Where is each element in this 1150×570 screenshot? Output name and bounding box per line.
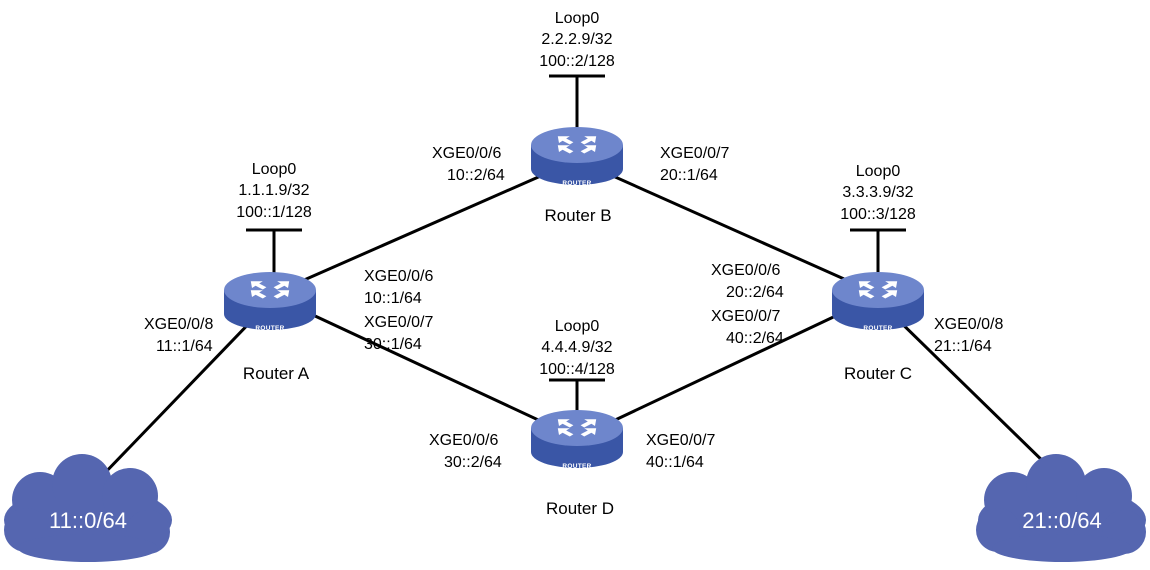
svg-text:ROUTER: ROUTER	[562, 180, 591, 187]
svg-text:XGE0/0/6: XGE0/0/6	[711, 262, 780, 279]
router-icon: ROUTER	[531, 127, 623, 187]
router-b[interactable]: ROUTER	[531, 127, 623, 187]
svg-text:XGE0/0/7: XGE0/0/7	[646, 432, 715, 449]
svg-text:XGE0/0/8: XGE0/0/8	[934, 316, 1003, 333]
router-d[interactable]: ROUTER	[531, 410, 623, 470]
router-c[interactable]: ROUTER	[832, 272, 924, 332]
svg-text:Loop0: Loop0	[555, 318, 600, 335]
svg-text:3.3.3.9/32: 3.3.3.9/32	[842, 184, 913, 201]
links	[98, 158, 1054, 480]
svg-text:ROUTER: ROUTER	[562, 463, 591, 470]
interface-label-c-to-d: XGE0/0/7 40::2/64	[711, 308, 784, 347]
router-d-name: Router D	[546, 499, 614, 518]
svg-text:ROUTER: ROUTER	[255, 325, 284, 332]
interface-label-a-to-d: XGE0/0/7 30::1/64	[364, 314, 433, 353]
router-b-name: Router B	[544, 206, 611, 225]
loopback-label-d: Loop0 4.4.4.9/32 100::4/128	[539, 318, 615, 378]
network-prefix-right: 21::0/64	[1022, 508, 1102, 533]
svg-text:11::1/64: 11::1/64	[156, 338, 213, 355]
link-c-net-right	[888, 310, 1054, 472]
svg-text:1.1.1.9/32: 1.1.1.9/32	[238, 182, 309, 199]
svg-text:100::3/128: 100::3/128	[840, 206, 916, 223]
svg-text:40::2/64: 40::2/64	[726, 330, 784, 347]
svg-text:Loop0: Loop0	[555, 10, 600, 27]
svg-text:XGE0/0/6: XGE0/0/6	[432, 145, 501, 162]
cloud-icon	[976, 454, 1146, 562]
svg-text:XGE0/0/7: XGE0/0/7	[660, 145, 729, 162]
svg-text:XGE0/0/7: XGE0/0/7	[364, 314, 433, 331]
svg-text:30::1/64: 30::1/64	[364, 336, 422, 353]
svg-text:21::1/64: 21::1/64	[934, 338, 992, 355]
svg-text:XGE0/0/6: XGE0/0/6	[364, 268, 433, 285]
interface-label-c-to-b: XGE0/0/6 20::2/64	[711, 262, 784, 301]
svg-text:10::2/64: 10::2/64	[447, 167, 505, 184]
link-a-net-left	[98, 310, 262, 480]
svg-text:20::2/64: 20::2/64	[726, 284, 784, 301]
svg-text:4.4.4.9/32: 4.4.4.9/32	[541, 339, 612, 356]
loopback-label-c: Loop0 3.3.3.9/32 100::3/128	[840, 163, 916, 223]
svg-text:10::1/64: 10::1/64	[364, 290, 422, 307]
svg-text:XGE0/0/6: XGE0/0/6	[429, 432, 498, 449]
svg-text:XGE0/0/7: XGE0/0/7	[711, 308, 780, 325]
interface-label-b-to-a: XGE0/0/6 10::2/64	[432, 145, 505, 184]
loopback-label-b: Loop0 2.2.2.9/32 100::2/128	[539, 10, 615, 70]
link-a-b	[269, 158, 578, 297]
router-a-name: Router A	[243, 364, 310, 383]
interface-label-a-to-net: XGE0/0/8 11::1/64	[144, 316, 213, 355]
router-a[interactable]: ROUTER	[224, 272, 316, 332]
svg-text:100::2/128: 100::2/128	[539, 53, 615, 70]
svg-text:30::2/64: 30::2/64	[444, 454, 502, 471]
svg-text:XGE0/0/8: XGE0/0/8	[144, 316, 213, 333]
network-cloud-right: 21::0/64	[976, 454, 1146, 562]
cloud-icon	[4, 454, 172, 562]
svg-text:Loop0: Loop0	[856, 163, 901, 180]
svg-text:Loop0: Loop0	[252, 161, 297, 178]
router-icon: ROUTER	[531, 410, 623, 470]
svg-text:20::1/64: 20::1/64	[660, 167, 718, 184]
link-b-c	[576, 158, 881, 297]
svg-text:40::1/64: 40::1/64	[646, 454, 704, 471]
loopback-label-a: Loop0 1.1.1.9/32 100::1/128	[236, 161, 312, 221]
interface-label-d-to-a: XGE0/0/6 30::2/64	[429, 432, 502, 471]
interface-label-a-to-b: XGE0/0/6 10::1/64	[364, 268, 433, 307]
network-cloud-left: 11::0/64	[4, 454, 172, 562]
link-a-d	[269, 293, 578, 440]
router-icon: ROUTER	[224, 272, 316, 332]
link-d-c	[576, 293, 881, 440]
svg-text:ROUTER: ROUTER	[863, 325, 892, 332]
interface-label-b-to-c: XGE0/0/7 20::1/64	[660, 145, 729, 184]
network-prefix-left: 11::0/64	[49, 508, 127, 533]
interface-label-d-to-c: XGE0/0/7 40::1/64	[646, 432, 715, 471]
svg-text:2.2.2.9/32: 2.2.2.9/32	[541, 31, 612, 48]
svg-text:100::1/128: 100::1/128	[236, 204, 312, 221]
router-icon: ROUTER	[832, 272, 924, 332]
router-c-name: Router C	[844, 364, 912, 383]
interface-label-c-to-net: XGE0/0/8 21::1/64	[934, 316, 1003, 355]
svg-text:100::4/128: 100::4/128	[539, 361, 615, 378]
